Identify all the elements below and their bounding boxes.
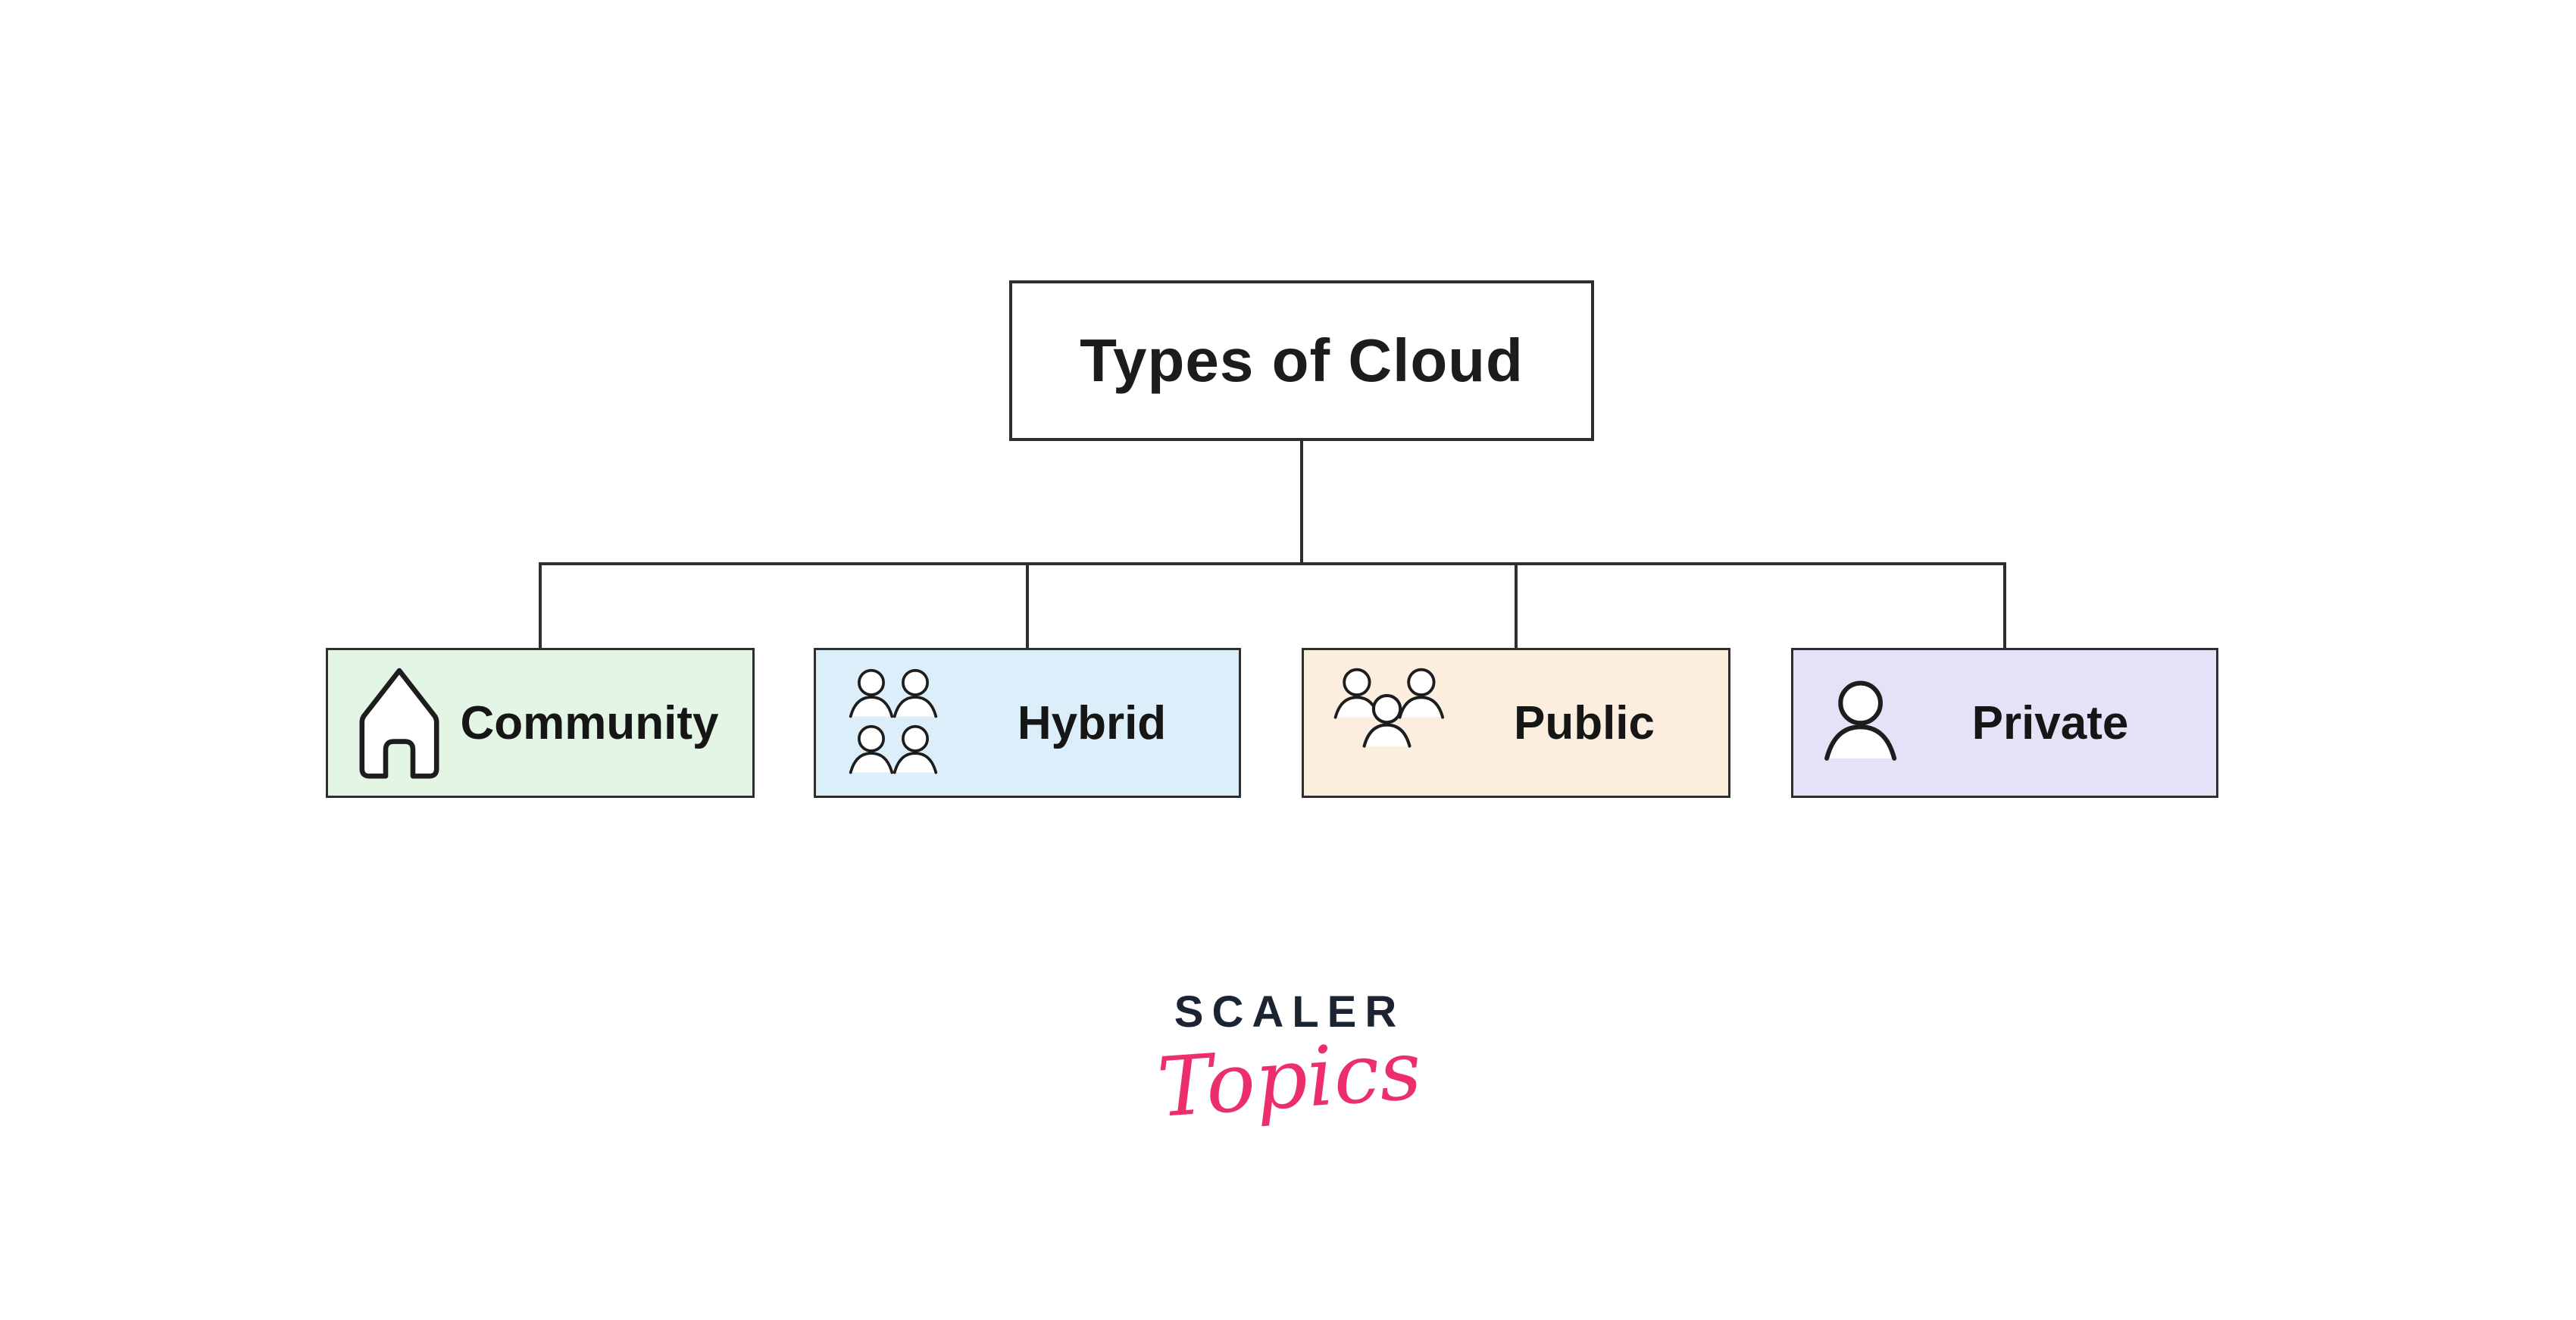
house-icon [354, 666, 445, 780]
node-private: Private [1791, 648, 2218, 798]
node-community-label: Community [460, 696, 719, 749]
root-node-types-of-cloud: Types of Cloud [1009, 280, 1594, 441]
node-community: Community [326, 648, 755, 798]
people-group-4-icon [842, 666, 963, 780]
scaler-wordmark: SCALER [1174, 987, 1405, 1037]
people-group-3-icon [1330, 663, 1458, 783]
node-hybrid-label: Hybrid [1017, 696, 1167, 749]
node-hybrid: Hybrid [814, 648, 1241, 798]
node-public-label: Public [1513, 696, 1655, 749]
node-public: Public [1302, 648, 1730, 798]
root-node-label: Types of Cloud [1080, 327, 1524, 394]
person-icon [1819, 677, 1902, 769]
topics-wordmark: Topics [1154, 1023, 1425, 1136]
scaler-topics-logo: SCALER Topics [1130, 987, 1449, 1136]
node-private-label: Private [1971, 696, 2129, 749]
